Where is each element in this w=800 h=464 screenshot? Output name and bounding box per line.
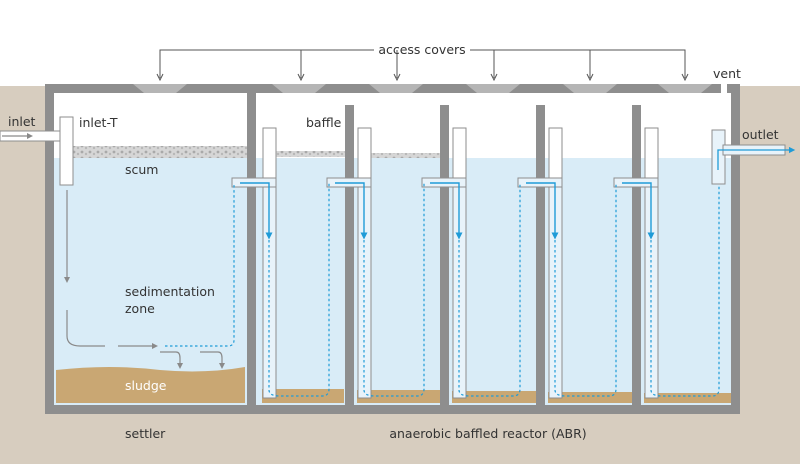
access-covers-bracket <box>156 49 689 82</box>
label-zone: zone <box>125 301 155 316</box>
upflow-paths <box>165 158 720 397</box>
standing-walls <box>345 105 641 405</box>
sludge-abr-3 <box>452 391 536 403</box>
sludge-abr-5 <box>644 393 731 403</box>
abr-water <box>256 158 731 405</box>
flow-arrows-abr <box>240 182 655 240</box>
scum-layer-settler <box>70 146 247 158</box>
label-access-covers: access covers <box>378 42 465 57</box>
label-inlet-t: inlet-T <box>79 115 118 130</box>
sludge-settler <box>56 367 245 403</box>
inlet-pipe <box>0 116 74 186</box>
settler-water <box>54 158 247 405</box>
vent-opening <box>721 84 727 93</box>
label-inlet: inlet <box>8 114 36 129</box>
sludge-abr-4 <box>548 392 632 403</box>
label-abr: anaerobic baffled reactor (ABR) <box>389 426 586 441</box>
outlet-pipe <box>711 129 796 185</box>
label-scum: scum <box>125 162 158 177</box>
label-sedimentation: sedimentation <box>125 284 215 299</box>
label-settler: settler <box>125 426 166 441</box>
scum-layer-abr-1 <box>275 151 345 157</box>
access-covers <box>133 84 712 93</box>
label-outlet: outlet <box>742 127 779 142</box>
label-baffle: baffle <box>306 115 342 130</box>
settler-flow-arrows <box>64 190 225 369</box>
settler-partition-wall <box>247 93 256 405</box>
label-sludge: sludge <box>125 378 167 393</box>
label-vent: vent <box>713 66 741 81</box>
scum-layer-abr-2 <box>368 153 440 158</box>
